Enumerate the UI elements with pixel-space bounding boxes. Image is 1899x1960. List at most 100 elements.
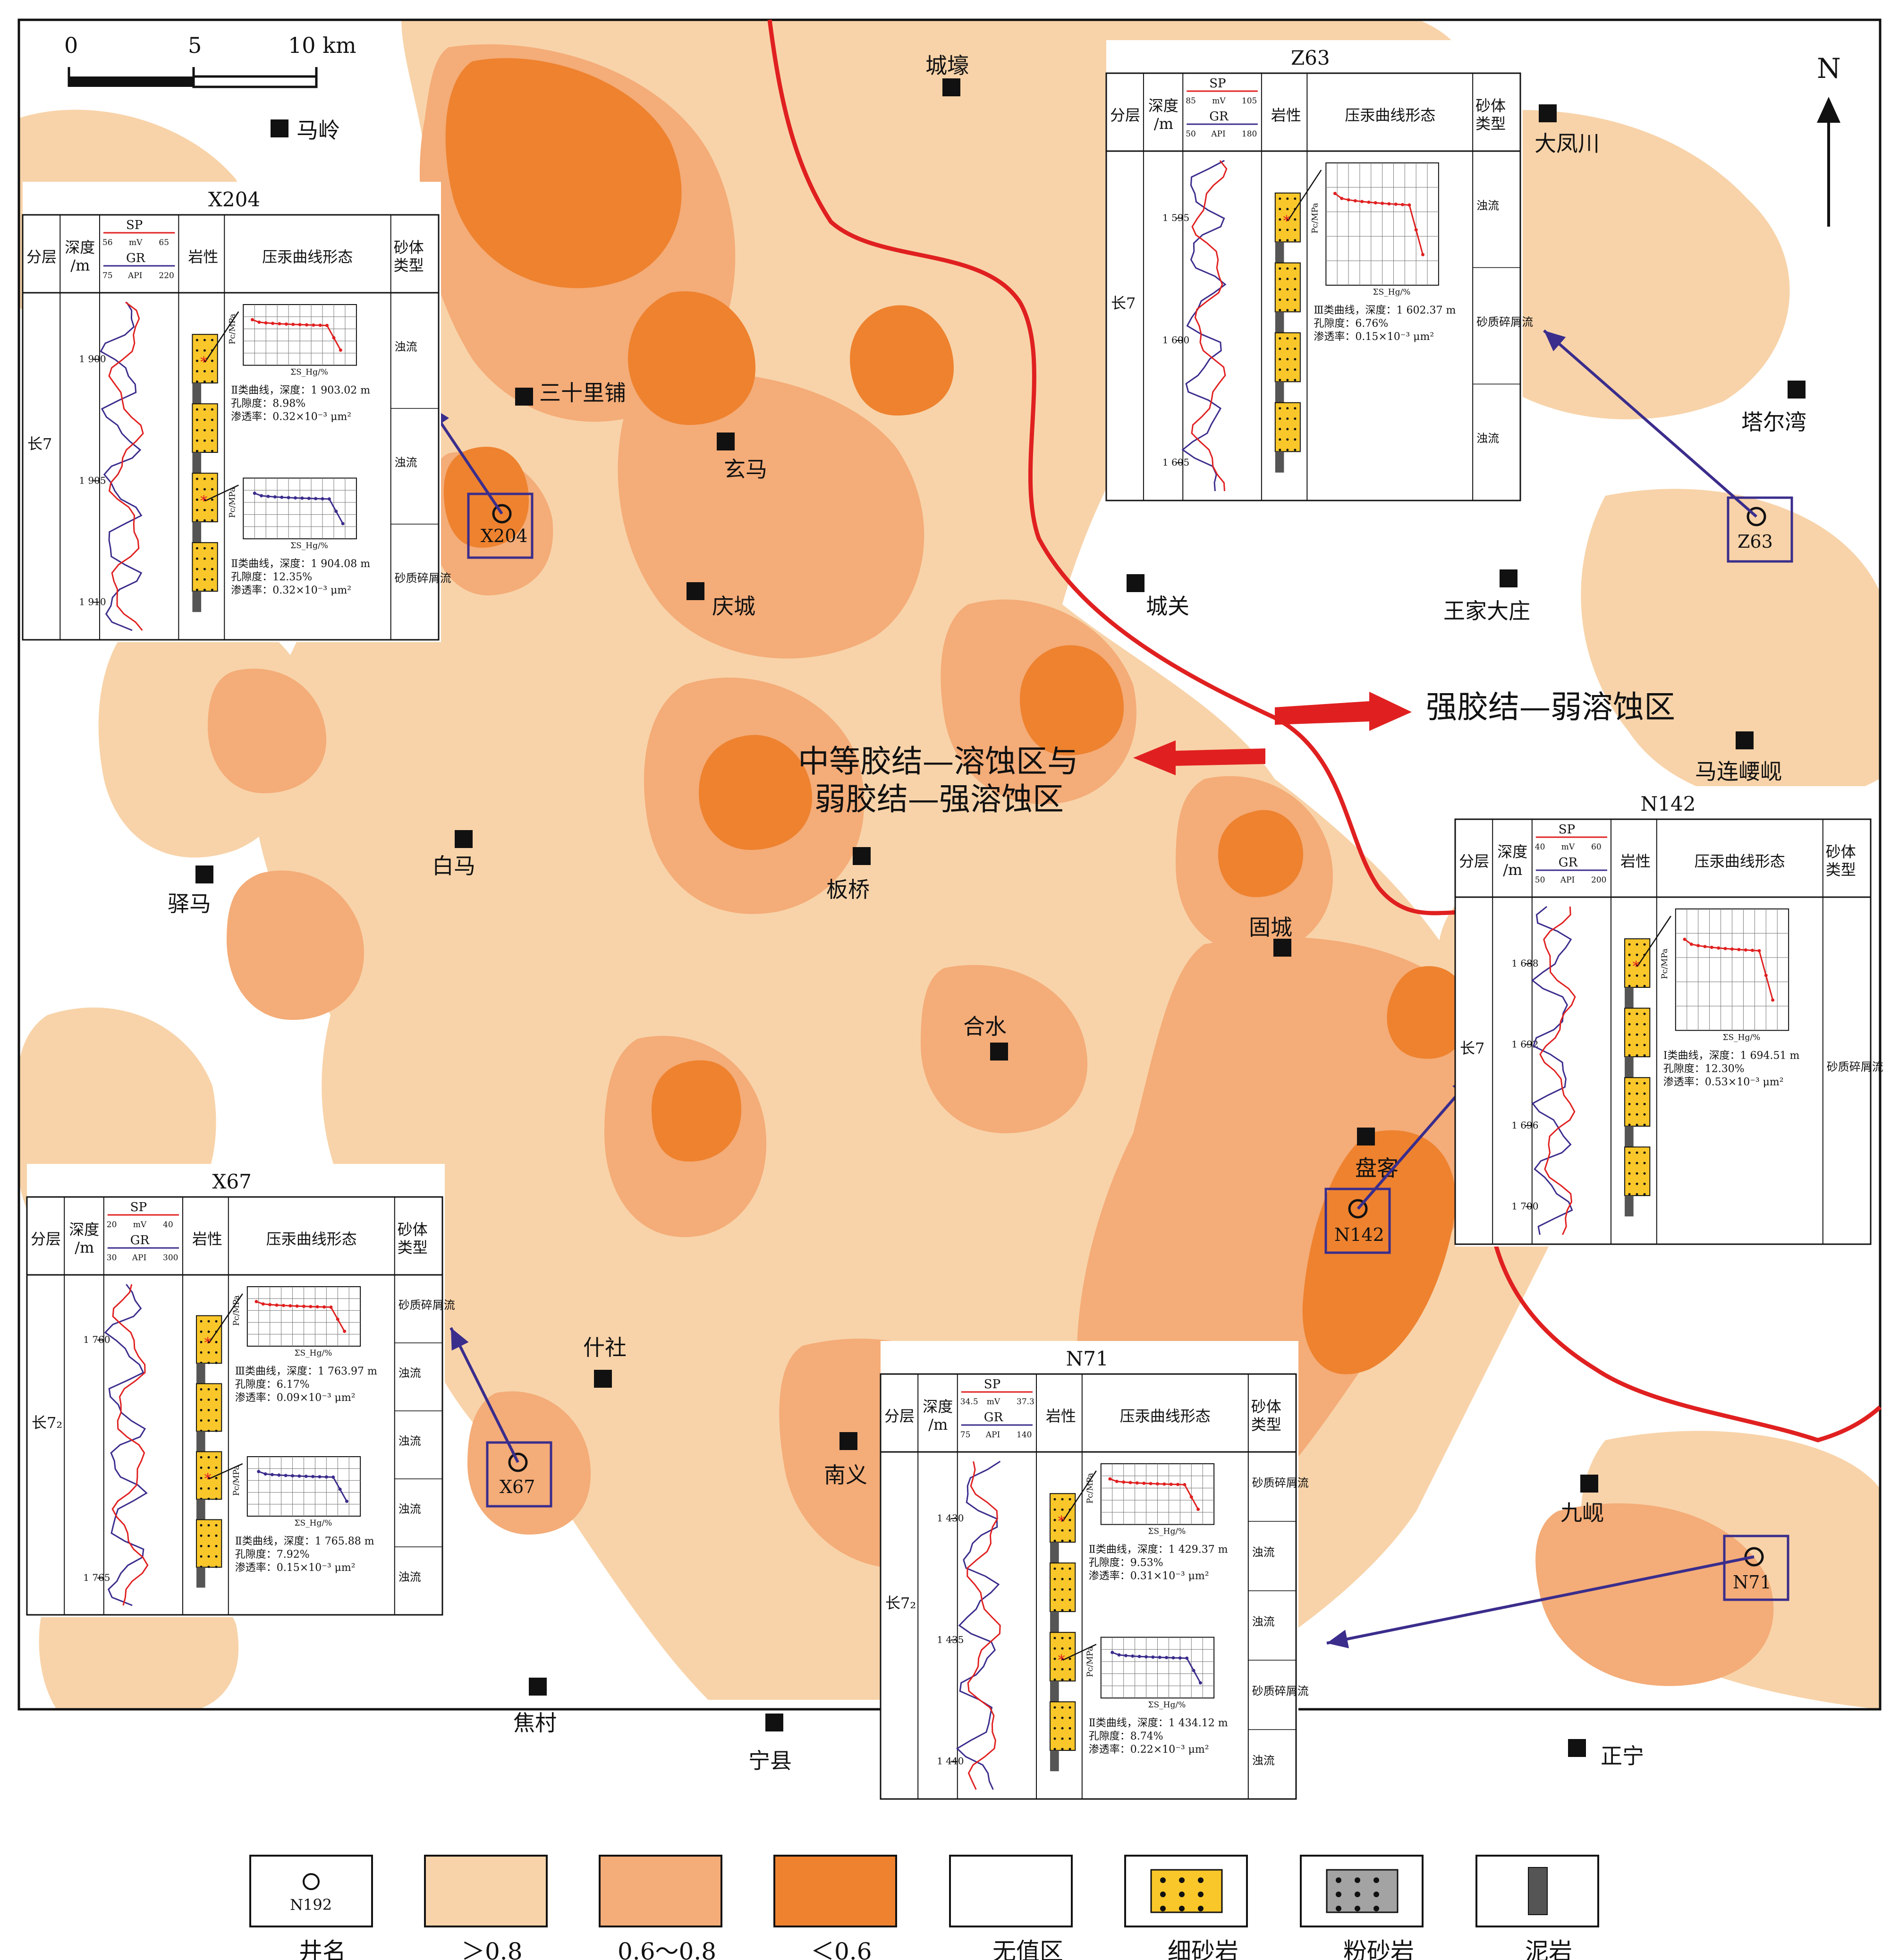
town-label: 板桥 bbox=[826, 877, 870, 902]
well-label: N71 bbox=[1733, 1572, 1772, 1593]
well-link-arrow bbox=[1356, 1076, 1475, 1210]
header-depth: 深度 bbox=[1497, 843, 1527, 861]
plot-axis-label: ΣS_Hg/% bbox=[290, 368, 328, 377]
north-arrow: N bbox=[1817, 52, 1841, 227]
sample-pointer-arrow bbox=[204, 311, 239, 363]
legend-item: 细砂岩 bbox=[1124, 1855, 1248, 1960]
legend-label: 细砂岩 bbox=[1168, 1938, 1238, 1960]
sp-min: 40 bbox=[1535, 842, 1545, 852]
town-marker: 城关 bbox=[1127, 574, 1189, 619]
header-curve: 压汞曲线形态 bbox=[1695, 852, 1785, 870]
sand-type-label: 砂质碎屑流 bbox=[1476, 315, 1533, 329]
town-label: 城关 bbox=[1146, 594, 1189, 619]
fine-sandstone-bed bbox=[196, 1315, 222, 1364]
gr-min: 75 bbox=[102, 271, 113, 280]
well-circle-icon bbox=[303, 1873, 320, 1890]
town-square-icon bbox=[839, 1432, 857, 1450]
legend-swatch bbox=[599, 1855, 722, 1927]
porosity-note: 渗透率：0.31×10⁻³ μm² bbox=[1089, 1570, 1209, 1582]
gr-log-curve bbox=[1181, 160, 1227, 492]
porosity-note: Ⅱ类曲线，深度：1 903.02 m bbox=[231, 385, 370, 397]
sample-star-icon: * bbox=[200, 354, 207, 371]
gr-min: 50 bbox=[1535, 875, 1545, 885]
town-square-icon bbox=[853, 847, 871, 865]
porosity-note: 孔隙度：12.30% bbox=[1663, 1063, 1745, 1075]
porosity-note: 孔隙度：9.53% bbox=[1089, 1557, 1163, 1569]
sample-star-icon: * bbox=[204, 1335, 212, 1351]
legend-label: ＞0.8 bbox=[461, 1938, 523, 1960]
well-box bbox=[1727, 496, 1793, 563]
legend-item: ＜0.6 bbox=[773, 1855, 897, 1960]
header-depth: /m bbox=[1503, 861, 1522, 879]
sand-type-label: 浊流 bbox=[398, 1434, 421, 1448]
town-square-icon bbox=[594, 1370, 612, 1388]
header-sp: SP bbox=[1209, 76, 1226, 91]
north-arrow-icon bbox=[1817, 97, 1840, 123]
layer-label: 长7₂ bbox=[32, 1414, 62, 1432]
town-square-icon bbox=[195, 865, 213, 883]
header-depth: /m bbox=[928, 1416, 948, 1434]
town-marker: 盘客 bbox=[1355, 1128, 1399, 1181]
sample-pointer-arrow bbox=[208, 1293, 243, 1343]
header-sand: 砂体 bbox=[1251, 1398, 1281, 1416]
sp-log-curve bbox=[1539, 906, 1576, 1235]
town-square-icon bbox=[1273, 939, 1291, 957]
header-depth: 深度 bbox=[923, 1398, 953, 1416]
fine-sandstone-bed bbox=[1624, 938, 1651, 988]
town-square-icon bbox=[455, 830, 473, 848]
sample-star-icon: * bbox=[1283, 213, 1290, 229]
header-sand: 砂体 bbox=[1475, 97, 1506, 115]
plot-axis-label: Pc/MPa bbox=[1310, 203, 1320, 234]
sample-pointer-arrow bbox=[1062, 1644, 1097, 1661]
sample-pointer-arrow bbox=[1636, 916, 1671, 967]
red-arrow-left-icon bbox=[1133, 740, 1265, 775]
plot-axis-label: ΣS_Hg/% bbox=[1373, 288, 1411, 297]
well-link-arrow bbox=[1326, 1555, 1755, 1645]
depth-tick: 1 765 bbox=[83, 1572, 110, 1583]
town-marker: 驿马 bbox=[168, 865, 213, 916]
porosity-note: 孔隙度：7.92% bbox=[235, 1549, 310, 1561]
header-sand: 类型 bbox=[1826, 861, 1856, 879]
sample-star-icon: * bbox=[200, 493, 207, 509]
arrow-head-icon bbox=[1327, 1629, 1349, 1648]
town-label: 驿马 bbox=[168, 891, 211, 916]
mudstone-bed bbox=[1625, 987, 1634, 1009]
scale-bar: 0 5 10 km bbox=[64, 33, 356, 88]
porosity-note: Ⅰ类曲线，深度：1 694.51 m bbox=[1663, 1050, 1800, 1061]
sample-pointer-arrow bbox=[1062, 1470, 1097, 1522]
depth-tick: 1 595 bbox=[1162, 212, 1189, 223]
legend-swatch bbox=[949, 1855, 1073, 1927]
sp-min: 85 bbox=[1186, 96, 1196, 106]
header-curve: 压汞曲线形态 bbox=[1120, 1407, 1211, 1425]
well-label: Z63 bbox=[1738, 531, 1773, 552]
fine-sandstone-bed bbox=[192, 334, 218, 384]
town-label: 固城 bbox=[1249, 915, 1292, 940]
town-label: 白马 bbox=[432, 853, 475, 879]
header-depth: /m bbox=[1154, 115, 1173, 133]
mudstone-bed bbox=[192, 522, 202, 543]
mudstone-bed bbox=[192, 591, 202, 612]
depth-tick: 1 605 bbox=[1162, 457, 1189, 468]
sample-pointer-arrow bbox=[204, 484, 239, 502]
town-label: 正宁 bbox=[1601, 1743, 1644, 1769]
town-marker: 南义 bbox=[824, 1432, 867, 1488]
town-square-icon bbox=[515, 388, 533, 406]
zone-label-strong: 强胶结—弱溶蚀区 bbox=[1426, 689, 1675, 725]
legend-label: 泥岩 bbox=[1525, 1938, 1572, 1960]
sp-max: 37.3 bbox=[1017, 1397, 1034, 1407]
legend-label: 粉砂岩 bbox=[1343, 1938, 1414, 1960]
zone-annotations: 强胶结—弱溶蚀区 中等胶结—溶蚀区与 弱胶结—强溶蚀区 bbox=[798, 689, 1675, 817]
sp-max: 105 bbox=[1242, 96, 1257, 106]
fine-sandstone-bed bbox=[1274, 192, 1301, 243]
porosity-note: Ⅱ类曲线，深度：1 904.08 m bbox=[231, 558, 370, 570]
town-label: 马岭 bbox=[297, 118, 340, 143]
well-marker: N71 bbox=[1326, 1535, 1789, 1648]
layer-label: 长7 bbox=[1460, 1039, 1484, 1057]
fine-sandstone-bed bbox=[1050, 1562, 1076, 1612]
well-marker: X67 bbox=[449, 1327, 552, 1508]
sample-pointer-arrow bbox=[1287, 170, 1322, 221]
porosity-note: 渗透率：0.32×10⁻³ μm² bbox=[231, 411, 351, 423]
